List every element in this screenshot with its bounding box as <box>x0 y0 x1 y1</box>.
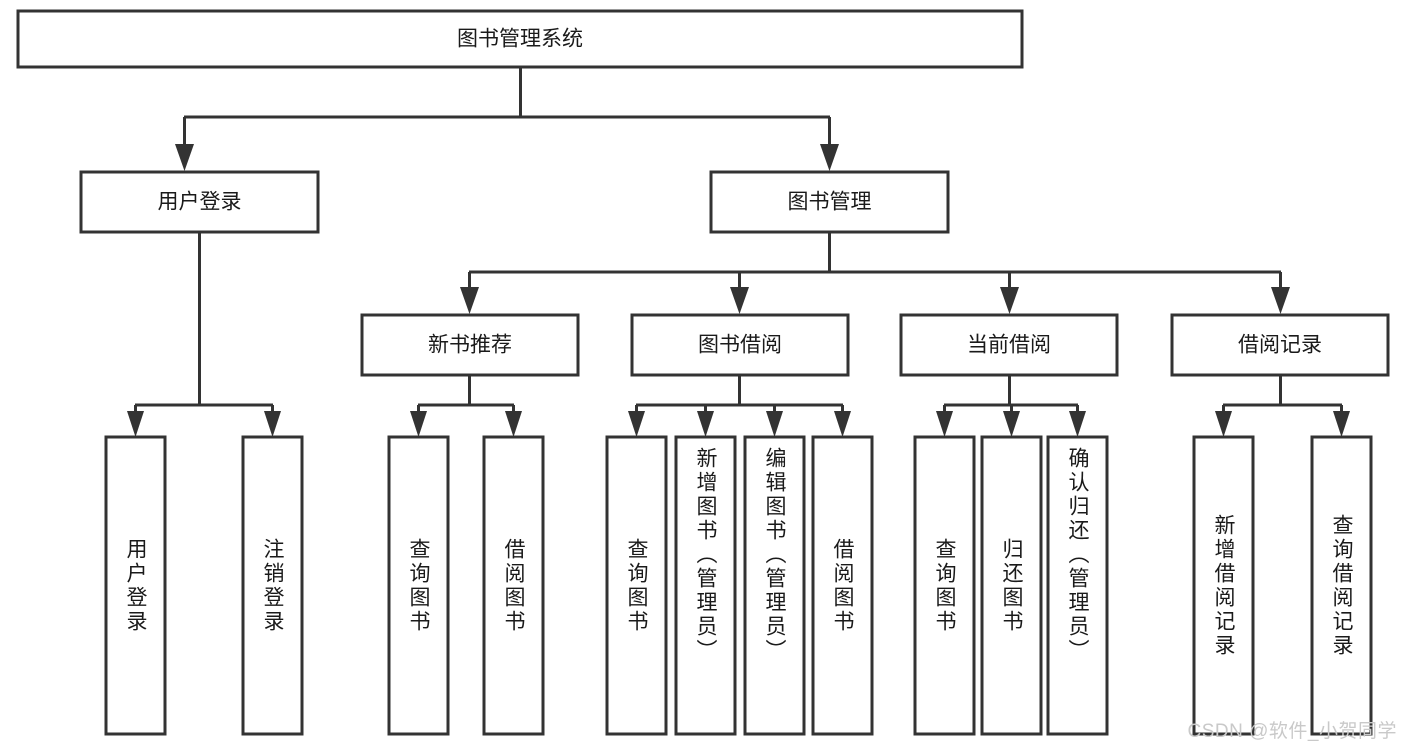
node-book-borrow-box[interactable] <box>630 313 850 377</box>
arrow-head-leaf-confirm-return <box>1069 411 1086 437</box>
connector-group-current-borrow-leaves <box>936 375 1086 437</box>
node-borrow-record-label: 借阅记录 <box>1238 334 1322 357</box>
node-book-borrow-label: 图书借阅 <box>698 334 782 357</box>
leaf-box-return-book[interactable] <box>980 435 1043 736</box>
connector-group-book-borrow-leaves <box>628 375 851 437</box>
connector-group-user-login-leaves <box>127 232 281 437</box>
connector-group-root-to-level2 <box>175 67 839 171</box>
node-root-box[interactable] <box>16 9 1024 69</box>
leaf-box-confirm-return[interactable] <box>1046 435 1109 736</box>
leaf-box-user-logout[interactable] <box>241 435 304 736</box>
leaf-box-borrow-book-2[interactable] <box>811 435 874 736</box>
node-current-borrow[interactable]: 当前借阅 <box>899 313 1119 377</box>
arrow-head-leaf-borrow-book-2 <box>834 411 851 437</box>
connector-group-book-manage-to-level3 <box>460 232 1290 314</box>
arrow-head-leaf-borrow-book-1 <box>505 411 522 437</box>
leaf-box-query-record[interactable] <box>1310 435 1373 736</box>
leaf-box-add-record[interactable] <box>1192 435 1255 736</box>
node-current-borrow-label: 当前借阅 <box>967 334 1051 357</box>
node-user-login-label: 用户登录 <box>158 191 242 214</box>
leaf-box-user-login[interactable] <box>104 435 167 736</box>
leaf-box-add-book[interactable] <box>674 435 737 736</box>
node-borrow-record[interactable]: 借阅记录 <box>1170 313 1390 377</box>
arrow-head-leaf-query-book-1 <box>410 411 427 437</box>
arrow-head-leaf-add-book <box>697 411 714 437</box>
arrow-head-leaf-query-book-2 <box>628 411 645 437</box>
leaf-box-query-book-2[interactable] <box>605 435 668 736</box>
arrow-head-leaf-return-book <box>1003 411 1020 437</box>
leaf-box-borrow-book-1[interactable] <box>482 435 545 736</box>
arrow-head-leaf-edit-book <box>766 411 783 437</box>
node-book-borrow[interactable]: 图书借阅 <box>630 313 850 377</box>
leaf-box-query-book-3[interactable] <box>913 435 976 736</box>
arrow-head-leaf-query-record <box>1333 411 1350 437</box>
node-new-book-recommend-label: 新书推荐 <box>428 334 512 357</box>
arrow-head-leaf-add-record <box>1215 411 1232 437</box>
arrow-head-leaf-user-logout <box>264 411 281 437</box>
arrow-head-leaf-query-book-3 <box>936 411 953 437</box>
arrow-head-book-borrow <box>730 287 749 314</box>
node-user-login-box[interactable] <box>79 170 320 234</box>
arrow-head-current-borrow <box>1000 287 1019 314</box>
node-book-manage-box[interactable] <box>709 170 950 234</box>
leaf-box-edit-book[interactable] <box>743 435 806 736</box>
node-new-book-recommend-box[interactable] <box>360 313 580 377</box>
arrow-head-leaf-user-login <box>127 411 144 437</box>
node-new-book-recommend[interactable]: 新书推荐 <box>360 313 580 377</box>
leaf-box-query-book-1[interactable] <box>387 435 450 736</box>
node-book-manage[interactable]: 图书管理 <box>709 170 950 234</box>
node-current-borrow-box[interactable] <box>899 313 1119 377</box>
node-borrow-record-box[interactable] <box>1170 313 1390 377</box>
arrow-head-user-login <box>175 144 194 171</box>
node-book-manage-label: 图书管理 <box>788 191 872 214</box>
node-root[interactable]: 图书管理系统 <box>16 9 1024 69</box>
node-user-login[interactable]: 用户登录 <box>79 170 320 234</box>
arrow-head-borrow-record <box>1271 287 1290 314</box>
node-root-label: 图书管理系统 <box>457 28 583 51</box>
connector-group-new-book-leaves <box>410 375 522 437</box>
arrow-head-new-book <box>460 287 479 314</box>
connector-group-borrow-record-leaves <box>1215 375 1350 437</box>
csdn-watermark: CSDN @软件_小贺同学 <box>1187 721 1397 742</box>
arrow-head-book-manage <box>820 144 839 171</box>
